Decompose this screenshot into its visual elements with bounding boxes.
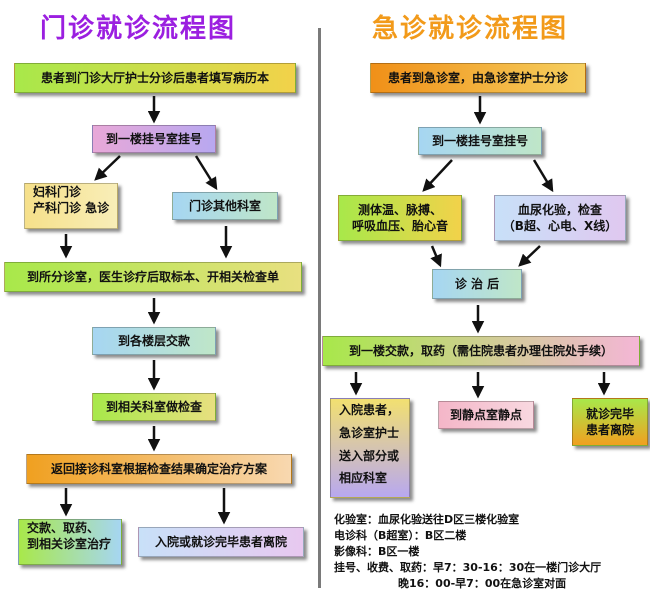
arrow-left-2a: [94, 155, 121, 181]
note-lab: 化验室：血尿化验送往D区三楼化验室: [334, 513, 520, 526]
admitted-line-2: 急诊室护士: [339, 425, 400, 440]
leave-line-1: 就诊完毕: [585, 406, 634, 421]
arrow-left-2b: [194, 155, 218, 191]
vitals-line-1: 测体温、脉搏、: [357, 202, 442, 217]
emergency-title: 急诊就诊流程图: [372, 14, 569, 44]
emergency-step-vital-signs: 测体温、脉搏、 呼吸血压、胎心音: [338, 195, 462, 241]
outpatient-step-gyn-obstetrics: 妇科门诊 产科门诊 急诊: [24, 183, 118, 229]
emergency-step-admitted: 入院患者， 急诊室护士 送入部分或 相应科室: [330, 398, 410, 498]
section-divider: [318, 28, 321, 588]
outpatient-step-pay-medicine-treat: 交款、取药、 到相关诊室治疗: [18, 519, 122, 565]
note-imaging: 影像科：B区一楼: [334, 545, 420, 558]
emergency-step-register: 到一楼挂号室挂号: [418, 127, 542, 155]
outpatient-step-other-departments: 门诊其他科室: [172, 192, 278, 220]
treatment-room-label: 到相关诊室治疗: [27, 537, 112, 552]
vitals-line-2: 呼吸血压、胎心音: [351, 219, 448, 233]
arrow-right-3a: [430, 245, 442, 268]
gyn-clinic-label: 妇科门诊: [33, 185, 82, 199]
arrow-right-2a: [422, 159, 453, 192]
emergency-step-pay-medicine: 到一楼交款，取药（需住院患者办理住院处手续）: [322, 336, 640, 366]
outpatient-step-register: 到一楼挂号室挂号: [92, 125, 216, 153]
outpatient-step-diagnosis: 到所分诊室，医生诊疗后取标本、开相关检查单: [4, 262, 302, 292]
outpatient-step-treatment-plan: 返回接诊科室根据检查结果确定治疗方案: [26, 454, 292, 484]
emergency-step-after-treatment: 诊 治 后: [432, 269, 522, 299]
arrow-right-2b: [532, 159, 554, 193]
admitted-line-1: 入院患者，: [339, 403, 400, 417]
emergency-step-lab-tests: 血尿化验，检查 （B超、心电、X线）: [494, 195, 626, 241]
outpatient-step-examination: 到相关科室做检查: [92, 393, 216, 421]
emergency-step-leave: 就诊完毕 患者离院: [572, 398, 648, 446]
lab-line-2: （B超、心电、X线）: [502, 219, 618, 233]
outpatient-title: 门诊就诊流程图: [40, 14, 237, 44]
emergency-step-triage: 患者到急诊室，由急诊室护士分诊: [370, 63, 586, 93]
lab-line-1: 血尿化验，检查: [517, 202, 602, 217]
emergency-step-infusion-room: 到静点室静点: [438, 401, 534, 429]
outpatient-step-admit-or-leave: 入院或就诊完毕患者离院: [138, 527, 304, 557]
leave-line-2: 患者离院: [585, 423, 634, 437]
note-ultrasound: 电诊科（B超室）：B区二楼: [334, 529, 467, 542]
admitted-line-4: 相应科室: [339, 471, 388, 486]
note-hours-night: 晚16：00-早7：00在急诊室对面: [398, 577, 567, 590]
note-hours-day: 挂号、收费、取药：早7：30-16：30在一楼门诊大厅: [334, 561, 602, 574]
outpatient-step-payment: 到各楼层交款: [92, 327, 216, 355]
obstetrics-emergency-label: 产科门诊 急诊: [33, 201, 110, 216]
pay-medicine-label: 交款、取药、: [27, 521, 100, 535]
arrow-right-3b: [518, 245, 541, 267]
outpatient-step-triage: 患者到门诊大厅护士分诊后患者填写病历本: [14, 63, 296, 93]
admitted-line-3: 送入部分或: [339, 448, 400, 463]
